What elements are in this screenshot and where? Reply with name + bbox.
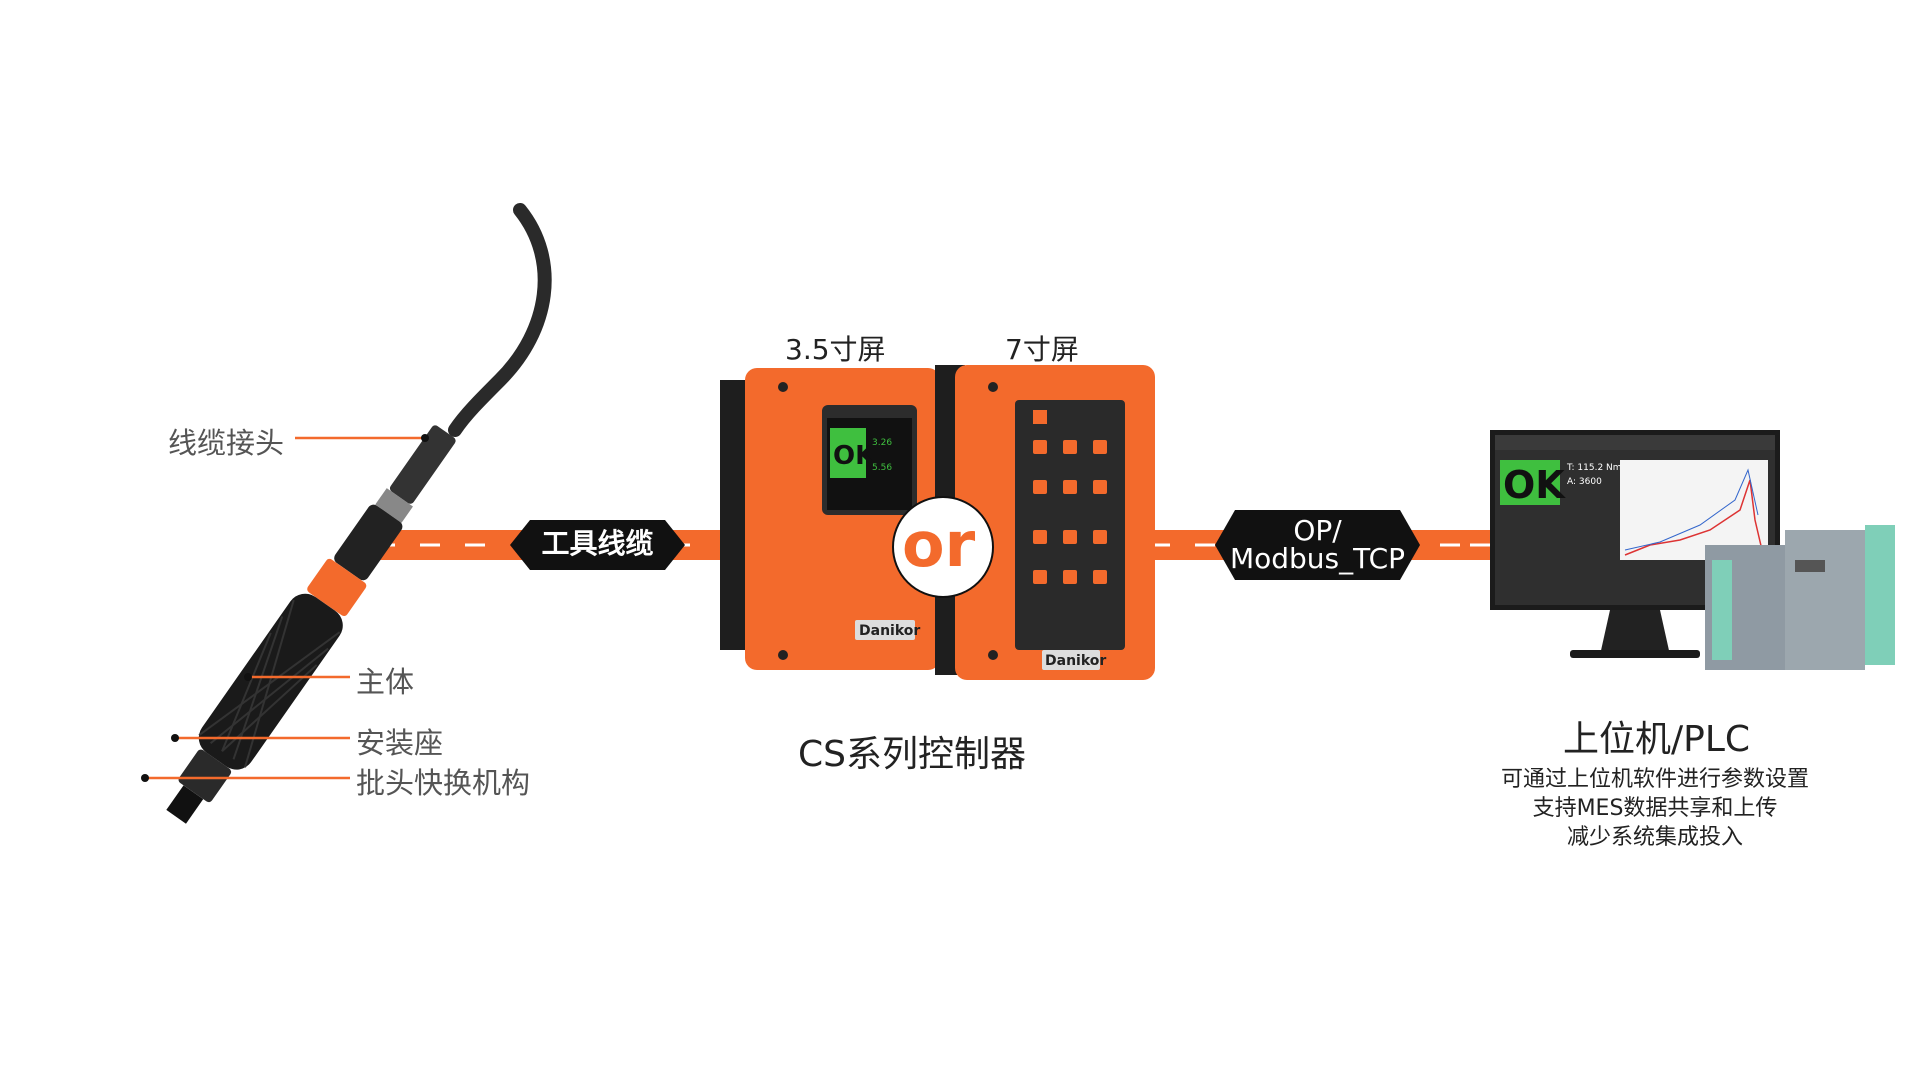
- host-desc-line-3: 减少系统集成投入: [1566, 825, 1743, 850]
- or-label: or: [902, 508, 976, 581]
- controller-small: OK 3.26 5.56 Danikor: [720, 368, 940, 670]
- callout-lines: [141, 434, 429, 782]
- small-screen-ok: OK: [833, 441, 876, 471]
- svg-text:Danikor: Danikor: [859, 623, 920, 639]
- label-cable-connector: 线缆接头: [168, 426, 285, 460]
- cable-tag-label: 工具线缆: [541, 527, 654, 560]
- svg-text:Danikor: Danikor: [1045, 653, 1106, 669]
- svg-text:T: 115.2 Nm: T: 115.2 Nm: [1566, 463, 1622, 473]
- controller-title: CS系列控制器: [798, 734, 1026, 775]
- host-desc-line-1: 可通过上位机软件进行参数设置: [1500, 767, 1809, 792]
- host-title: 上位机/PLC: [1563, 719, 1751, 760]
- protocol-tag-label: OP/ Modbus_TCP: [1225, 517, 1410, 573]
- screen-large-label: 7寸屏: [1005, 333, 1079, 366]
- cable-tag-shape: [510, 520, 685, 570]
- or-circle: [892, 496, 994, 598]
- protocol-line-2: Modbus_TCP: [1229, 542, 1406, 575]
- screen-small-label: 3.5寸屏: [785, 333, 886, 366]
- protocol-line-1: OP/: [1293, 514, 1342, 547]
- label-bit-quick-change: 批头快换机构: [356, 766, 531, 800]
- electric-screwdriver: [166, 203, 552, 824]
- svg-text:OK: OK: [1503, 463, 1566, 507]
- plc-unit: [1705, 525, 1895, 670]
- svg-text:A: 3600: A: 3600: [1567, 477, 1602, 487]
- label-mount: 安装座: [356, 726, 444, 760]
- label-body: 主体: [356, 665, 415, 699]
- host-description: 可通过上位机软件进行参数设置 支持MES数据共享和上传 减少系统集成投入: [1455, 765, 1855, 852]
- svg-text:3.26: 3.26: [872, 438, 892, 448]
- svg-text:5.56: 5.56: [872, 463, 892, 473]
- protocol-tag-shape: [1215, 510, 1420, 580]
- host-desc-line-2: 支持MES数据共享和上传: [1532, 796, 1778, 821]
